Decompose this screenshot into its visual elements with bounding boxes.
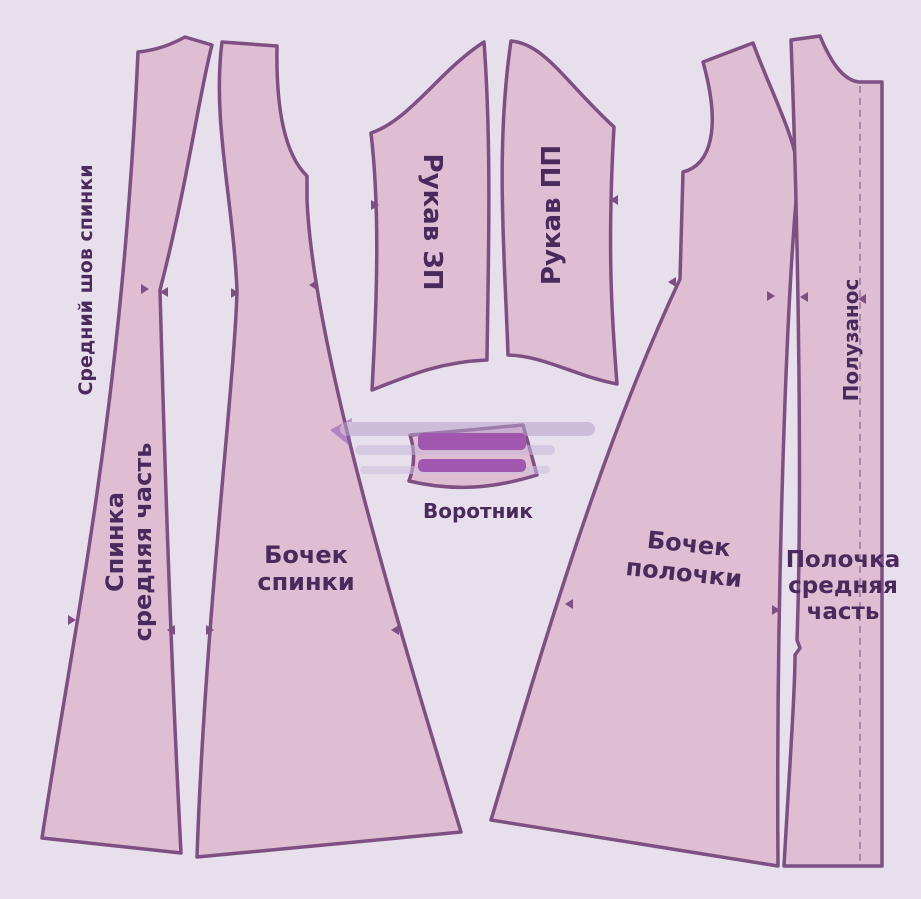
label-collar: Воротник bbox=[423, 499, 533, 523]
label-front-center-line1: Полочка bbox=[786, 547, 901, 573]
notch-back-center-3 bbox=[167, 625, 175, 635]
notch-sleeve-back-1 bbox=[371, 200, 379, 210]
label-back-center-line1: Спинка bbox=[101, 492, 129, 592]
label-front-center-line3: часть bbox=[807, 599, 880, 625]
label-front-center-line2: средняя bbox=[788, 573, 898, 599]
piece-back-side bbox=[195, 40, 463, 859]
notch-front-side-1 bbox=[668, 277, 676, 287]
notch-back-center-4 bbox=[68, 615, 76, 625]
label-back-center-line2: средняя часть bbox=[129, 443, 157, 642]
notch-back-center-1 bbox=[141, 284, 149, 294]
piece-sleeve-back bbox=[369, 40, 491, 392]
piece-back-center bbox=[40, 35, 214, 855]
label-back-side-line1: Бочек bbox=[264, 541, 348, 569]
notch-back-center-2 bbox=[160, 287, 168, 297]
label-back-center-seam: Средний шов спинки bbox=[75, 164, 97, 395]
notch-front-side-2 bbox=[767, 291, 775, 301]
notch-back-side-3 bbox=[206, 625, 214, 635]
notch-front-side-4 bbox=[772, 605, 780, 615]
notch-front-side-3 bbox=[565, 599, 573, 609]
notch-front-center-2 bbox=[858, 294, 866, 304]
label-sleeve-back: Рукав ЗП bbox=[417, 154, 447, 291]
watermark-strokes bbox=[418, 433, 526, 472]
label-overlap: Полузанос bbox=[839, 279, 863, 402]
notch-back-side-2 bbox=[309, 280, 317, 290]
notch-back-side-1 bbox=[231, 288, 239, 298]
notch-sleeve-front-1 bbox=[610, 195, 618, 205]
piece-sleeve-front bbox=[500, 39, 619, 386]
label-back-side-line2: спинки bbox=[257, 568, 354, 596]
notch-back-side-4 bbox=[391, 625, 399, 635]
notch-front-center-1 bbox=[800, 292, 808, 302]
label-sleeve-front: Рукав ПП bbox=[537, 145, 567, 285]
piece-front-center bbox=[782, 34, 884, 868]
